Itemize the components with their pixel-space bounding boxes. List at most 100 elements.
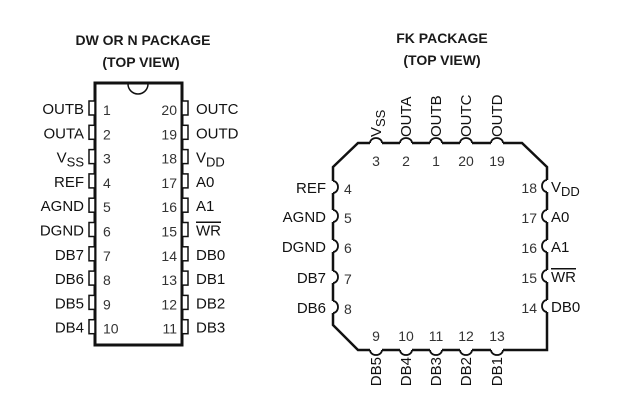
pin-number: 10	[398, 328, 414, 344]
pin-label: OUTB	[428, 95, 445, 137]
pin-number: 19	[489, 153, 505, 169]
pin-label: DB7	[297, 270, 326, 287]
pin-number: 4	[103, 175, 111, 191]
pin-pad	[332, 270, 339, 284]
pin-label: VSS	[368, 109, 388, 137]
pin-label-text: V	[368, 127, 385, 137]
pin-number: 16	[521, 240, 537, 256]
pin-lead	[88, 221, 96, 238]
pin-label: DB2	[458, 357, 475, 386]
pin-label: REF	[296, 180, 326, 197]
pin-label: VDD	[551, 179, 580, 199]
pin-label-text: DB7	[55, 247, 84, 264]
pin-label-subscript: SS	[67, 155, 85, 170]
pin-label-text: DB4	[398, 357, 415, 386]
pin-pad	[332, 180, 339, 194]
pin-lead	[88, 148, 96, 165]
pin-label-text: WR	[551, 269, 576, 286]
pin-pad	[459, 349, 473, 356]
pin-label: DB7	[55, 247, 84, 264]
pin-lead	[88, 246, 96, 262]
pin-pad	[541, 239, 548, 253]
pin-label: VDD	[196, 150, 225, 170]
pin-number: 15	[521, 270, 537, 286]
pin-number: 7	[344, 271, 352, 287]
pin-number: 10	[103, 321, 119, 337]
pin-label-text: A1	[196, 198, 214, 215]
pin-label: A1	[551, 239, 569, 256]
pin-label-text: DGND	[282, 239, 326, 256]
pin-label-text: OUTB	[42, 101, 84, 118]
pin-label: DGND	[282, 239, 326, 256]
pin-pad	[369, 137, 383, 144]
pin-label-text: AGND	[41, 198, 85, 215]
pin-label: OUTC	[458, 94, 475, 137]
pin-number: 1	[432, 153, 440, 169]
pin-label-text: DB1	[489, 357, 506, 386]
pin-label: DB6	[55, 271, 84, 288]
pin-label-text: OUTC	[458, 94, 475, 137]
pin-number: 14	[161, 248, 177, 264]
pin-label: DB1	[489, 357, 506, 386]
pin-number: 9	[372, 328, 380, 344]
pin-label-text: DB0	[196, 247, 225, 264]
pin-label-text: V	[57, 150, 67, 167]
pin-lead	[88, 100, 96, 116]
pin-label-text: OUTC	[196, 101, 239, 118]
pin-label-text: OUTB	[428, 95, 445, 137]
pin-lead	[88, 197, 96, 213]
pin-label: WR	[196, 223, 221, 240]
pin-number: 16	[161, 199, 177, 215]
pin-number: 4	[344, 181, 352, 197]
pin-number: 15	[161, 224, 177, 240]
pin-pad	[490, 349, 504, 356]
pin-lead	[88, 124, 96, 141]
pin-lead	[88, 270, 96, 286]
pin-lead	[88, 294, 96, 311]
pin-pad	[541, 179, 548, 193]
pin-label-text: DB4	[55, 320, 84, 337]
pin-label-text: REF	[296, 180, 326, 197]
pin-number: 18	[521, 180, 537, 196]
pin-pad	[399, 349, 413, 356]
pin-label-text: V	[551, 179, 561, 196]
pin-number: 8	[103, 272, 111, 288]
pin-number: 14	[521, 300, 537, 316]
pin-label-text: A0	[196, 174, 214, 191]
pin-label: DB5	[55, 295, 84, 312]
fk-body	[331, 141, 549, 352]
pin-pad	[541, 209, 548, 223]
dip-subtitle: (TOP VIEW)	[102, 54, 179, 70]
pin-pad	[369, 349, 383, 356]
pin-label: DB5	[368, 357, 385, 386]
pin-label: DB6	[297, 300, 326, 317]
pin-label: A0	[196, 174, 214, 191]
pin-label: DGND	[40, 223, 84, 240]
pin-lead	[181, 318, 189, 335]
pin-label-text: OUTA	[43, 125, 84, 142]
pin-label-text: DB2	[196, 295, 225, 312]
pin-label-subscript: SS	[373, 109, 388, 127]
pin-lead	[181, 294, 189, 311]
pin-pad	[332, 239, 339, 253]
pin-lead	[181, 100, 189, 116]
pin-label-text: DB6	[55, 271, 84, 288]
pin-lead	[88, 173, 96, 189]
pin-label: DB3	[196, 320, 225, 337]
pin-label: OUTC	[196, 101, 239, 118]
dip-title: DW OR N PACKAGE	[75, 32, 210, 48]
pin-number: 2	[402, 153, 410, 169]
pin-number: 11	[429, 328, 444, 344]
pin-number: 9	[103, 296, 111, 312]
pin-label-text: WR	[196, 223, 221, 240]
pin-pad	[429, 137, 443, 144]
pin-number: 17	[161, 175, 177, 191]
pin-lead	[181, 148, 189, 165]
pin-label-text: OUTD	[196, 125, 239, 142]
pin-number: 8	[344, 301, 352, 317]
pin-label-text: A1	[551, 239, 569, 256]
pin-label-subscript: DD	[561, 184, 580, 199]
pin-number: 6	[103, 224, 111, 240]
pin-pad	[332, 300, 339, 314]
pin-label: OUTD	[196, 125, 239, 142]
